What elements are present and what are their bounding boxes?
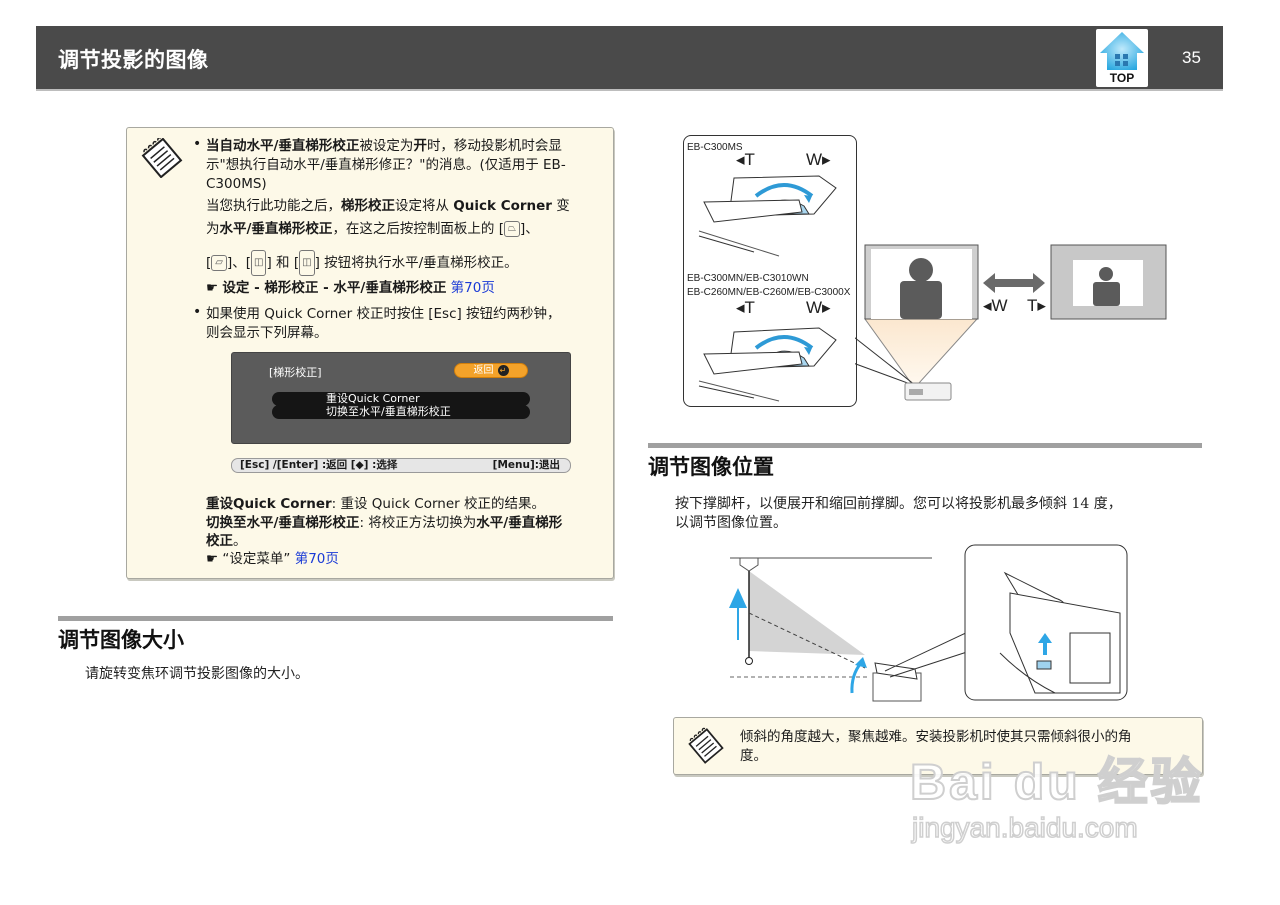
pointing-hand-icon: ☛ [206, 280, 223, 296]
text: 当您执行此功能之后， [206, 198, 341, 214]
image-size-comparison-figure [855, 244, 1167, 401]
enter-icon: ↵ [497, 364, 509, 376]
model-label: EB-C300MS [687, 142, 743, 153]
home-icon [1100, 32, 1144, 70]
note1-line3: C300MS) [206, 176, 267, 192]
osd-footer-left: [Esc] /[Enter] :返回 [◆] :选择 [240, 459, 398, 471]
ref-path: 设定 - 梯形校正 - 水平/垂直梯形校正 [222, 280, 447, 296]
text: ] 和 [ [266, 255, 300, 271]
wide-label: W▸ [806, 298, 831, 317]
note1-line4: 当您执行此功能之后，梯形校正设定将从 Quick Corner 变 [206, 197, 570, 216]
page-header: 调节投影的图像 TOP 35 [36, 26, 1223, 91]
section-body-position-1: 按下撑脚杆，以便展开和缩回前撑脚。您可以将投影机最多倾斜 14 度， [675, 496, 1122, 512]
note-pad-icon [688, 727, 724, 764]
note1-b2-line1: 如果使用 Quick Corner 校正时按住 [Esc] 按钮约两秒钟， [206, 306, 561, 322]
keystone-right-button-icon: ◫ [299, 250, 315, 276]
page-number: 35 [1182, 48, 1201, 67]
section-body-size: 请旋转变焦环调节投影图像的大小。 [85, 666, 309, 682]
ref-text: “设定菜单” [222, 551, 291, 567]
bullet-dot: • [193, 304, 202, 320]
pointing-hand-icon: ☛ [206, 551, 223, 567]
wide-label: W▸ [806, 150, 831, 169]
osd-item: 重设Quick Corner [272, 392, 530, 406]
osd-item: 切换至水平/垂直梯形校正 [272, 405, 530, 419]
text: 返回 [473, 365, 494, 376]
bold-text: 水平/垂直梯形校正 [219, 221, 333, 237]
text: 被设定为 [359, 138, 414, 154]
tele-label: ◂T [736, 150, 755, 169]
text: 时，移动投影机时会显 [426, 138, 562, 154]
section-body-position-2: 以调节图像位置。 [675, 515, 787, 531]
tele-label: T▸ [1027, 296, 1046, 315]
text: ] 按钮将执行水平/垂直梯形校正。 [314, 255, 518, 271]
zoom-ring-illustration [698, 175, 837, 402]
bold-text: 水平/垂直梯形 [476, 515, 563, 531]
osd-return-button: 返回↵ [454, 363, 528, 378]
text: : 将校正方法切换为 [359, 515, 477, 531]
bold-text: 重设Quick Corner [206, 496, 332, 512]
note1-ref2: ☛ “设定菜单” 第70页 [206, 550, 339, 569]
page-title: 调节投影的图像 [58, 48, 209, 72]
section-title-position: 调节图像位置 [648, 455, 774, 479]
bold-text: 切换至水平/垂直梯形校正 [206, 515, 360, 531]
osd-footer: [Esc] /[Enter] :返回 [◆] :选择 [Menu]:退出 [231, 458, 571, 473]
desc-reset: 重设Quick Corner: 重设 Quick Corner 校正的结果。 [206, 495, 545, 514]
osd-footer-right: [Menu]:退出 [492, 459, 560, 471]
model-label: EB-C300MN/EB-C3010WN [687, 273, 809, 284]
note-box-tilt [673, 717, 1203, 775]
note1-line2: 示"想执行自动水平/垂直梯形修正？"的消息。(仅适用于 EB- [206, 157, 566, 173]
text: [ [206, 255, 212, 271]
note1-b2-line2: 则会显示下列屏幕。 [206, 325, 328, 341]
text: ，在这之后按控制面板上的 [ [332, 221, 504, 237]
text: 为 [206, 221, 220, 237]
ref-link[interactable]: 第70页 [450, 280, 495, 296]
bold-text: 开 [413, 138, 427, 154]
text: 设定将从 [395, 198, 454, 214]
bold-text: 梯形校正 [341, 198, 395, 214]
text: 。 [233, 533, 247, 549]
note1-line5: 为水平/垂直梯形校正，在这之后按控制面板上的 [⏢]、 [206, 220, 539, 239]
note2-line1: 倾斜的角度越大，聚焦越难。安装投影机时使其只需倾斜很小的角 [740, 729, 1132, 745]
tele-label: ◂T [736, 298, 755, 317]
section-title-size: 调节图像大小 [58, 628, 184, 652]
bullet-dot: • [193, 136, 202, 152]
keystone-up-button-icon: ⏢ [504, 221, 520, 237]
bold-text: 校正 [206, 533, 233, 549]
note1-ref: ☛ 设定 - 梯形校正 - 水平/垂直梯形校正 第70页 [206, 279, 495, 298]
section-divider [58, 616, 613, 621]
text: : 重设 Quick Corner 校正的结果。 [331, 496, 545, 512]
bold-text: Quick Corner [453, 198, 552, 214]
desc-switch: 切换至水平/垂直梯形校正: 将校正方法切换为水平/垂直梯形 [206, 514, 562, 533]
tilt-adjustment-figure [729, 544, 1128, 702]
model-label: EB-C260MN/EB-C260M/EB-C3000X [687, 287, 851, 298]
wide-label: ◂W [983, 296, 1008, 315]
top-label: TOP [1109, 71, 1135, 85]
osd-keystone-menu: [梯形校正] 返回↵ 重设Quick Corner 切换至水平/垂直梯形校正 [231, 352, 571, 444]
ref-link[interactable]: 第70页 [294, 551, 339, 567]
desc-switch-cont: 校正。 [206, 532, 247, 551]
text: ]、[ [226, 255, 252, 271]
zoom-ring-figure: EB-C300MS ◂T W▸ EB-C300MN/EB-C3010WN EB-… [683, 135, 857, 407]
bold-text: 当自动水平/垂直梯形校正 [206, 138, 360, 154]
osd-title: [梯形校正] [269, 366, 322, 379]
text: ]、 [520, 221, 539, 237]
text: 变 [551, 198, 570, 214]
note1-line6: [⏥]、[◫] 和 [◫] 按钮将执行水平/垂直梯形校正。 [206, 250, 518, 276]
section-divider [648, 443, 1202, 448]
note1-line1: 当自动水平/垂直梯形校正被设定为开时，移动投影机时会显 [206, 137, 562, 156]
note-pad-icon [141, 138, 183, 178]
keystone-down-button-icon: ⏥ [211, 255, 227, 271]
keystone-left-button-icon: ◫ [251, 250, 267, 276]
top-button[interactable]: TOP [1096, 29, 1148, 87]
watermark-url: jingyan.baidu.com [911, 811, 1138, 844]
note2-line2: 度。 [740, 748, 767, 764]
